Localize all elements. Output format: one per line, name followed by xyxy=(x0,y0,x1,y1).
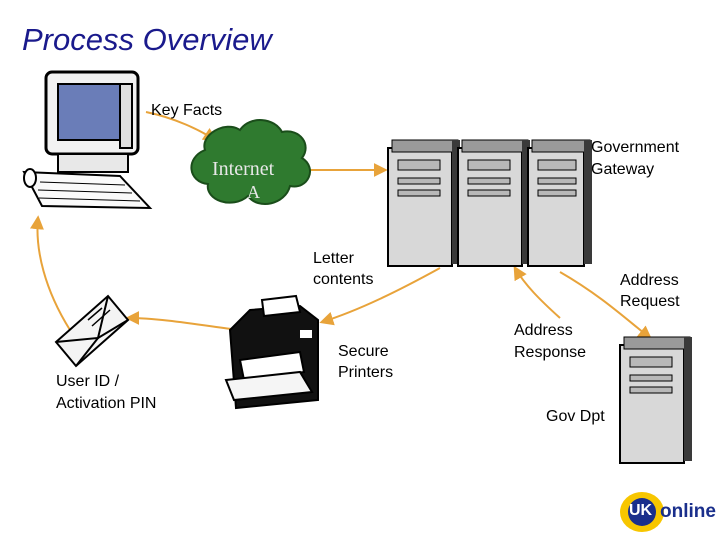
arrow-gateway-to-govdpt xyxy=(559,271,653,340)
label-secure-printers-1: Secure xyxy=(338,343,389,360)
printer-icon xyxy=(224,294,319,410)
computer-icon xyxy=(22,70,153,210)
uk-online-logo xyxy=(620,492,664,532)
page-title: Process Overview xyxy=(22,22,272,57)
arrow-printers-to-envelope xyxy=(125,311,239,331)
label-address-request-1: Address xyxy=(620,272,679,289)
server-icon xyxy=(527,139,592,267)
label-address-response-2: Response xyxy=(514,344,587,361)
logo-uk-text: UK xyxy=(629,502,653,519)
flow-arrows xyxy=(29,111,653,340)
label-gov-dpt: Gov Dpt xyxy=(546,408,605,425)
label-address-response-1: Address xyxy=(514,322,573,339)
server-icon xyxy=(457,139,530,267)
label-internet-sub: A xyxy=(247,182,260,202)
label-address-request-2: Request xyxy=(620,293,680,310)
label-letter-contents-1: Letter xyxy=(313,250,354,267)
label-key-facts: Key Facts xyxy=(151,102,223,119)
label-user-id-1: User ID / xyxy=(56,373,120,390)
logo-online-text: online xyxy=(660,501,716,522)
arrow-envelope-to-computer xyxy=(29,215,71,331)
arrow-govdpt-to-gateway xyxy=(513,265,561,319)
label-government-gateway-2: Gateway xyxy=(591,161,655,178)
cloud-icon xyxy=(190,119,311,205)
server-icon xyxy=(619,336,692,464)
label-internet: Internet xyxy=(212,158,275,180)
label-government-gateway-1: Government xyxy=(591,139,680,156)
label-letter-contents-2: contents xyxy=(313,271,374,288)
envelope-icon xyxy=(54,294,130,368)
server-group-gateway xyxy=(387,139,592,267)
label-secure-printers-2: Printers xyxy=(338,364,394,381)
label-user-id-2: Activation PIN xyxy=(56,395,157,412)
server-icon xyxy=(387,139,460,267)
arrow-gateway-to-printers xyxy=(319,267,441,326)
